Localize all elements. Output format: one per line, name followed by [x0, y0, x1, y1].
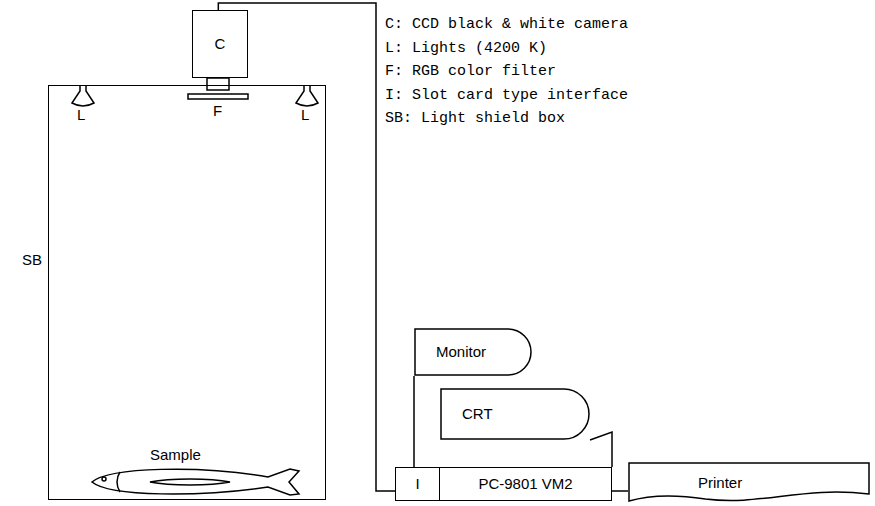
node-label: Printer [698, 474, 742, 491]
fish-gill [117, 472, 120, 492]
camera-box: C [192, 10, 248, 78]
interface-box: I [395, 467, 440, 501]
node-label: Monitor [436, 343, 486, 360]
pc-box: PC-9801 VM2 [439, 467, 612, 501]
printer-shape: Printer [628, 462, 870, 504]
lamp-symbol [72, 85, 94, 106]
color-filter [188, 94, 248, 99]
camera-lens [207, 78, 229, 90]
node-label: CRT [462, 405, 493, 422]
part-label: L [301, 106, 309, 123]
key-entry: C: CCD black & white camera [385, 16, 628, 33]
node-label: I [415, 475, 419, 492]
monitor-stand [413, 376, 415, 467]
key-entry: L: Lights (4200 K) [385, 40, 547, 57]
light-shield-box: SB [48, 85, 326, 500]
node-label: PC-9801 VM2 [478, 475, 572, 492]
fish-eye [102, 477, 106, 481]
pc-body [590, 432, 612, 467]
part-label: Sample [150, 446, 201, 463]
node-label: C [215, 35, 226, 52]
shape-outline-path [629, 463, 869, 501]
fish-sample [92, 469, 299, 495]
key-entry: SB: Light shield box [385, 110, 565, 127]
part-label: F [213, 102, 222, 119]
shape-outline-path [415, 329, 531, 375]
part-label: L [77, 106, 85, 123]
key-entry: F: RGB color filter [385, 63, 556, 80]
node-label: SB [22, 251, 42, 268]
lamp-symbol [296, 85, 318, 106]
key-entry: I: Slot card type interface [385, 87, 628, 104]
monitor-shape: Monitor [414, 328, 532, 376]
shape-outline-path [441, 389, 589, 439]
shape-outline [628, 462, 870, 504]
signal-wire [612, 490, 628, 492]
fish-lateral-line [150, 479, 230, 485]
crt-shape: CRT [440, 388, 590, 440]
